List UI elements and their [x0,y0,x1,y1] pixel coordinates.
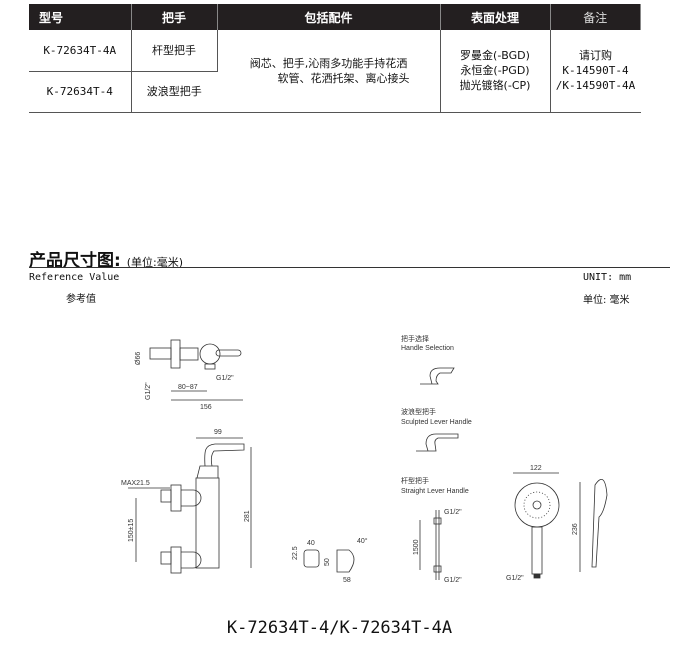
dim-50: 50 [324,558,331,566]
hose [419,510,442,580]
unit-cn: 单位: 毫米 [583,295,630,306]
note: K-14590T-4 [562,64,629,78]
dim-max: MAX21.5 [121,480,150,487]
finish-cell: 罗曼金(-BGD)永恒金(-PGD)抛光镀铬(-CP) [440,30,551,112]
dim-diameter: Ø66 [135,352,142,365]
hose-g12: G1/2" [444,509,462,516]
product-spec-table: 型号 把手 包括配件 表面处理 备注 K-72634T-4A 杆型把手 阀芯、把… [29,4,641,113]
dim-22-5: 22.5 [292,546,299,560]
note: /K-14590T-4A [555,79,636,93]
dim-281: 281 [244,510,251,522]
hand-shower [513,472,608,579]
dim-58: 58 [343,577,351,584]
title-unit: (单位:毫米) [126,256,184,269]
dim-1500: 1500 [413,539,420,555]
shower-g12: G1/2" [506,575,524,582]
note: 请订购 [579,49,612,63]
dim-99: 99 [214,429,222,436]
sculpted-en: Sculpted Lever Handle [401,419,472,426]
finish: 抛光镀铬(-CP) [459,79,531,93]
accessories-line: 软管、花洒托架、离心接头 [277,71,410,85]
accessories-line: 阀芯、把手,沁雨多功能手持花洒 [249,56,408,70]
model-caption: K-72634T-4/K-72634T-4A [226,618,453,638]
model-cell: K-72634T-4A [29,30,132,72]
dim-236: 236 [572,523,579,535]
reference-cn: 参考值 [66,294,96,305]
model-cell: K-72634T-4 [29,71,132,113]
unit-en: UNIT: mm [583,272,632,283]
reference-en: Reference Value [29,272,120,283]
handle-icon [420,367,455,385]
dim-80-87: 80~87 [178,384,198,391]
hose-g12: G1/2" [444,577,462,584]
dim-40: 40 [307,540,315,547]
finish: 罗曼金(-BGD) [460,49,530,63]
dimension-drawing: Ø66 G1/2" G1/2" 80~87 156 99 MAX21.5 150… [121,334,608,584]
handle-selection-en: Handle Selection [401,345,454,352]
dim-122: 122 [530,465,542,472]
header-notes: 备注 [550,4,641,30]
sculpted-handle-icon [416,433,459,452]
accessories-cell: 阀芯、把手,沁雨多功能手持花洒软管、花洒托架、离心接头 [217,30,441,112]
header-model: 型号 [29,4,132,30]
dim-150: 150±15 [128,519,135,542]
handle-cell: 杆型把手 [131,30,218,72]
dim-156: 156 [200,404,212,411]
handle-cell: 波浪型把手 [131,71,217,113]
mixer-top-view [149,339,243,401]
header-handle: 把手 [131,4,218,30]
section-title: 产品尺寸图: (单位:毫米) [29,246,183,271]
sculpted-cn: 波浪型把手 [401,407,436,416]
header-accessories: 包括配件 [217,4,441,30]
dim-g12: G1/2" [145,382,152,400]
finish: 永恒金(-PGD) [460,64,530,78]
straight-cn: 杆型把手 [401,476,429,485]
straight-en: Straight Lever Handle [401,488,469,495]
mixer-front-view [128,437,252,574]
header-finish: 表面处理 [440,4,551,30]
title-text: 产品尺寸图: [29,251,121,271]
dim-g12: G1/2" [216,375,234,382]
shower-holder [303,549,355,573]
dim-angle: 40° [357,537,368,545]
divider [29,267,670,268]
handle-selection-cn: 把手选择 [401,334,429,343]
